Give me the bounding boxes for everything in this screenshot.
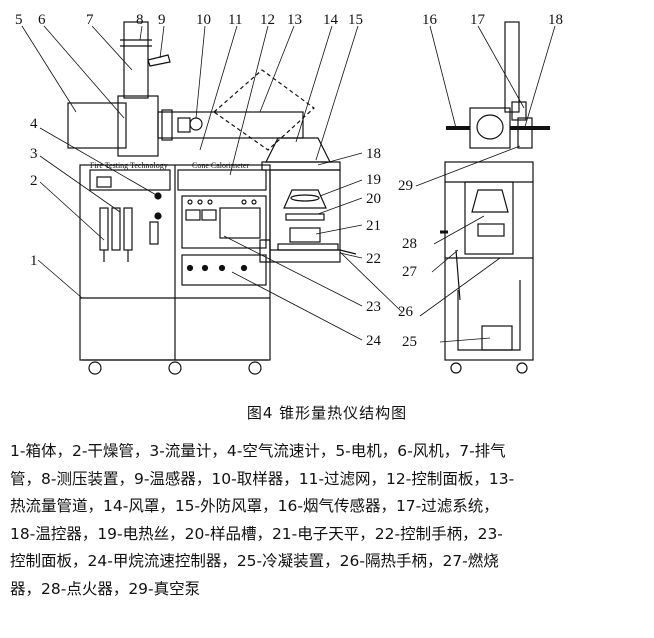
callout-19: 19 — [366, 172, 381, 188]
callout-17: 17 — [470, 12, 486, 28]
legend-line: 控制面板，24-甲烷流速控制器，25-冷凝装置，26-隔热手柄，27-燃烧 — [10, 552, 499, 570]
callout-18: 18 — [366, 146, 381, 162]
callout-22: 22 — [366, 251, 381, 267]
legend-text: 1-箱体，2-干燥管，3-流量计，4-空气流速计，5-电机，6-风机，7-排气 … — [10, 438, 646, 603]
hood — [265, 137, 331, 163]
legend-line: 热流量管道，14-风罩，15-外防风罩，16-烟气传感器，17-过滤系统， — [10, 497, 499, 515]
legend-line: 管，8-测压装置，9-温感器，10-取样器，11-过滤网，12-控制面板，13- — [10, 469, 515, 488]
callout-18-right: 18 — [548, 12, 563, 28]
callout-24: 24 — [366, 333, 382, 349]
callout-7: 7 — [86, 12, 94, 28]
motor — [67, 102, 127, 149]
callout-9: 9 — [158, 12, 166, 28]
callout-15: 15 — [348, 12, 363, 28]
callout-10: 10 — [196, 12, 211, 28]
callout-3: 3 — [30, 146, 38, 162]
callout-14: 14 — [323, 12, 339, 28]
flow-duct — [157, 111, 304, 139]
callout-8: 8 — [136, 12, 144, 28]
callout-12: 12 — [260, 12, 275, 28]
callout-leaders — [21, 25, 556, 343]
legend-line: 器，28-点火器，29-真空泵 — [10, 579, 201, 598]
fan-housing — [117, 95, 159, 157]
callout-25: 25 — [402, 334, 417, 350]
callout-20: 20 — [366, 191, 381, 207]
callout-21: 21 — [366, 218, 381, 234]
figure-caption: 图4 锥形量热仪结构图 — [246, 404, 408, 422]
callout-5: 5 — [15, 12, 23, 28]
callout-2: 2 — [30, 173, 38, 189]
wheel — [88, 361, 102, 375]
test-chamber — [269, 169, 341, 263]
cone-calorimeter-diagram: Fire Testing Technology Cone Calorimeter — [15, 12, 563, 375]
wheel — [168, 361, 182, 375]
wheel — [248, 361, 262, 375]
exhaust-pipe — [123, 21, 149, 99]
callout-4: 4 — [30, 116, 38, 132]
side-view — [440, 21, 550, 374]
legend-line: 18-温控器，19-电热丝，20-样品槽，21-电子天平，22-控制手柄，23- — [10, 524, 503, 543]
callout-27: 27 — [402, 264, 418, 280]
callout-29: 29 — [398, 178, 413, 194]
panel-label-left: Fire Testing Technology — [90, 161, 168, 170]
callout-11: 11 — [228, 12, 242, 28]
callout-1: 1 — [30, 253, 38, 269]
panel-label-right: Cone Calorimeter — [192, 161, 249, 170]
callout-13: 13 — [287, 12, 302, 28]
callout-23: 23 — [366, 299, 381, 315]
front-view: Fire Testing Technology Cone Calorimeter — [67, 21, 357, 375]
callout-26: 26 — [398, 304, 414, 320]
callout-28: 28 — [402, 236, 417, 252]
legend-line: 1-箱体，2-干燥管，3-流量计，4-空气流速计，5-电机，6-风机，7-排气 — [10, 442, 506, 460]
callout-16: 16 — [422, 12, 438, 28]
callout-numbers: 1 2 3 4 5 6 7 8 9 10 11 12 13 14 15 16 1… — [15, 12, 563, 350]
callout-6: 6 — [38, 12, 46, 28]
